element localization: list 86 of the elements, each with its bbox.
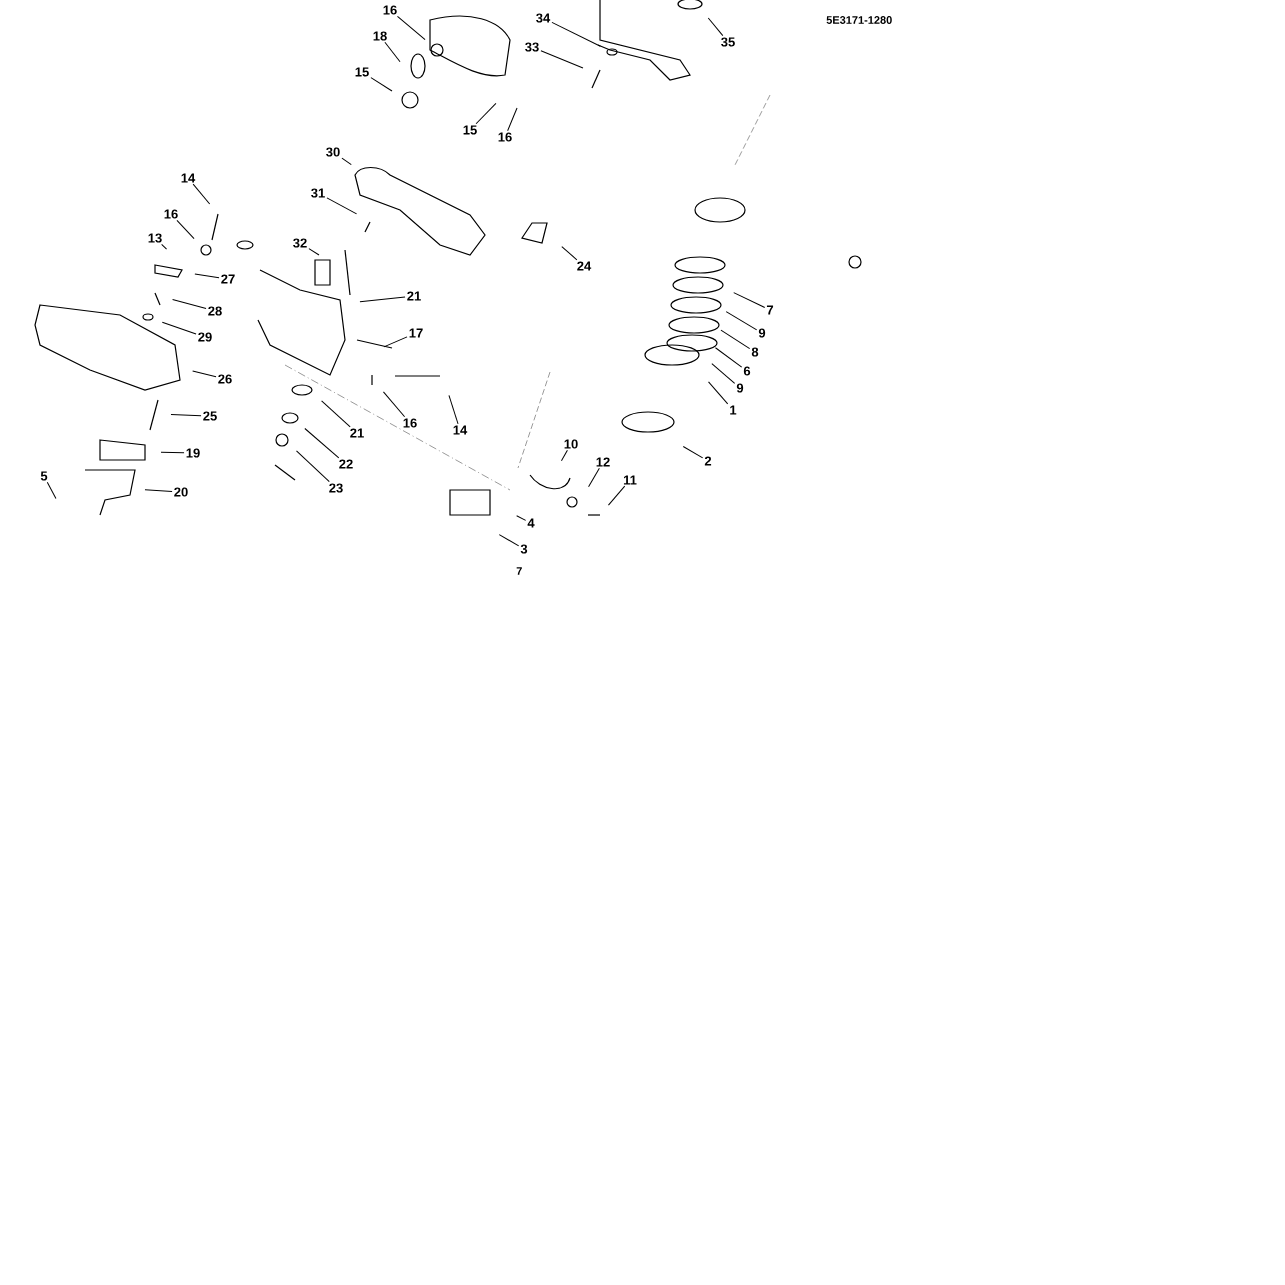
- callout-number: 32: [293, 238, 307, 248]
- leader-line: [707, 17, 724, 37]
- callout-number: 21: [407, 291, 421, 301]
- callout-number: 33: [525, 42, 539, 52]
- callout-number: 31: [311, 188, 325, 198]
- callout-number: 9: [736, 383, 744, 393]
- leader-line: [516, 515, 527, 521]
- leader-line: [172, 298, 207, 310]
- callout-number: 11: [623, 475, 637, 485]
- leader-line: [194, 273, 220, 279]
- leader-line: [144, 489, 173, 492]
- callout-number: 4: [527, 518, 535, 528]
- callout-number: 15: [463, 125, 477, 135]
- leader-line: [588, 467, 600, 488]
- leader-line: [370, 77, 393, 92]
- leader-line: [708, 381, 729, 405]
- callout-number: 12: [596, 457, 610, 467]
- callout-number: 6: [743, 366, 751, 376]
- leader-line: [46, 481, 57, 499]
- leader-line: [720, 329, 751, 350]
- callout-number: 15: [355, 67, 369, 77]
- callout-number: 29: [198, 332, 212, 342]
- callout-number: 16: [164, 209, 178, 219]
- leader-line: [551, 21, 601, 47]
- callout-number: 16: [383, 5, 397, 15]
- leader-line: [396, 15, 426, 41]
- callout-number: 2: [704, 456, 712, 466]
- leader-line: [733, 292, 766, 308]
- leader-line: [540, 50, 584, 69]
- leader-line: [341, 157, 352, 166]
- callout-number: 22: [339, 459, 353, 469]
- callout-number: 16: [403, 418, 417, 428]
- leader-line: [161, 243, 168, 250]
- callout-number: 23: [329, 483, 343, 493]
- leader-line: [176, 219, 195, 240]
- callout-number: 17: [409, 328, 423, 338]
- callout-number: 24: [577, 261, 592, 271]
- leader-line: [383, 336, 408, 348]
- callout-number: 28: [208, 306, 222, 316]
- leader-line: [304, 428, 340, 459]
- callout-number: 9: [758, 328, 766, 338]
- leader-line: [561, 246, 578, 261]
- leader-line: [607, 485, 626, 506]
- callout-number: 18: [373, 31, 387, 41]
- leader-line: [359, 296, 406, 303]
- part-label: 5E3171-1280: [826, 16, 892, 24]
- callout-number: 16: [498, 132, 512, 142]
- leader-line: [498, 534, 520, 547]
- leader-line: [296, 450, 330, 483]
- leader-line: [448, 394, 459, 425]
- leader-line: [308, 248, 320, 256]
- callout-number: 10: [564, 439, 578, 449]
- callout-number: 34: [536, 13, 551, 23]
- leader-line: [170, 414, 202, 417]
- leader-line: [507, 107, 518, 132]
- callout-number: 20: [174, 487, 188, 497]
- callout-number: 3: [520, 544, 528, 554]
- leader-line: [160, 451, 185, 454]
- callout-number: 21: [350, 428, 364, 438]
- leader-line: [192, 370, 217, 378]
- leader-line: [560, 449, 568, 462]
- callout-number: 7: [766, 305, 774, 315]
- leader-line: [161, 321, 197, 335]
- callout-number: 19: [186, 448, 200, 458]
- callout-number: 30: [326, 147, 340, 157]
- part-label: 7: [516, 567, 522, 575]
- callout-number: 27: [221, 274, 235, 284]
- callout-number: 5: [40, 471, 48, 481]
- callout-number: 13: [148, 233, 162, 243]
- callout-number: 26: [218, 374, 232, 384]
- leader-line: [475, 102, 497, 125]
- callout-number: 35: [721, 37, 735, 47]
- leader-line: [192, 183, 211, 205]
- leader-line: [711, 363, 736, 384]
- leader-line: [384, 41, 401, 63]
- leader-line: [714, 347, 743, 368]
- leader-line: [321, 400, 351, 428]
- callout-number: 8: [751, 347, 759, 357]
- leader-line: [326, 197, 358, 215]
- callout-number: 14: [181, 173, 196, 183]
- leader-line: [682, 446, 704, 459]
- callout-number: 1: [730, 405, 737, 415]
- callout-number: 25: [203, 411, 217, 421]
- callout-number: 14: [453, 425, 468, 435]
- leader-line: [382, 391, 406, 418]
- leader-line: [725, 311, 758, 331]
